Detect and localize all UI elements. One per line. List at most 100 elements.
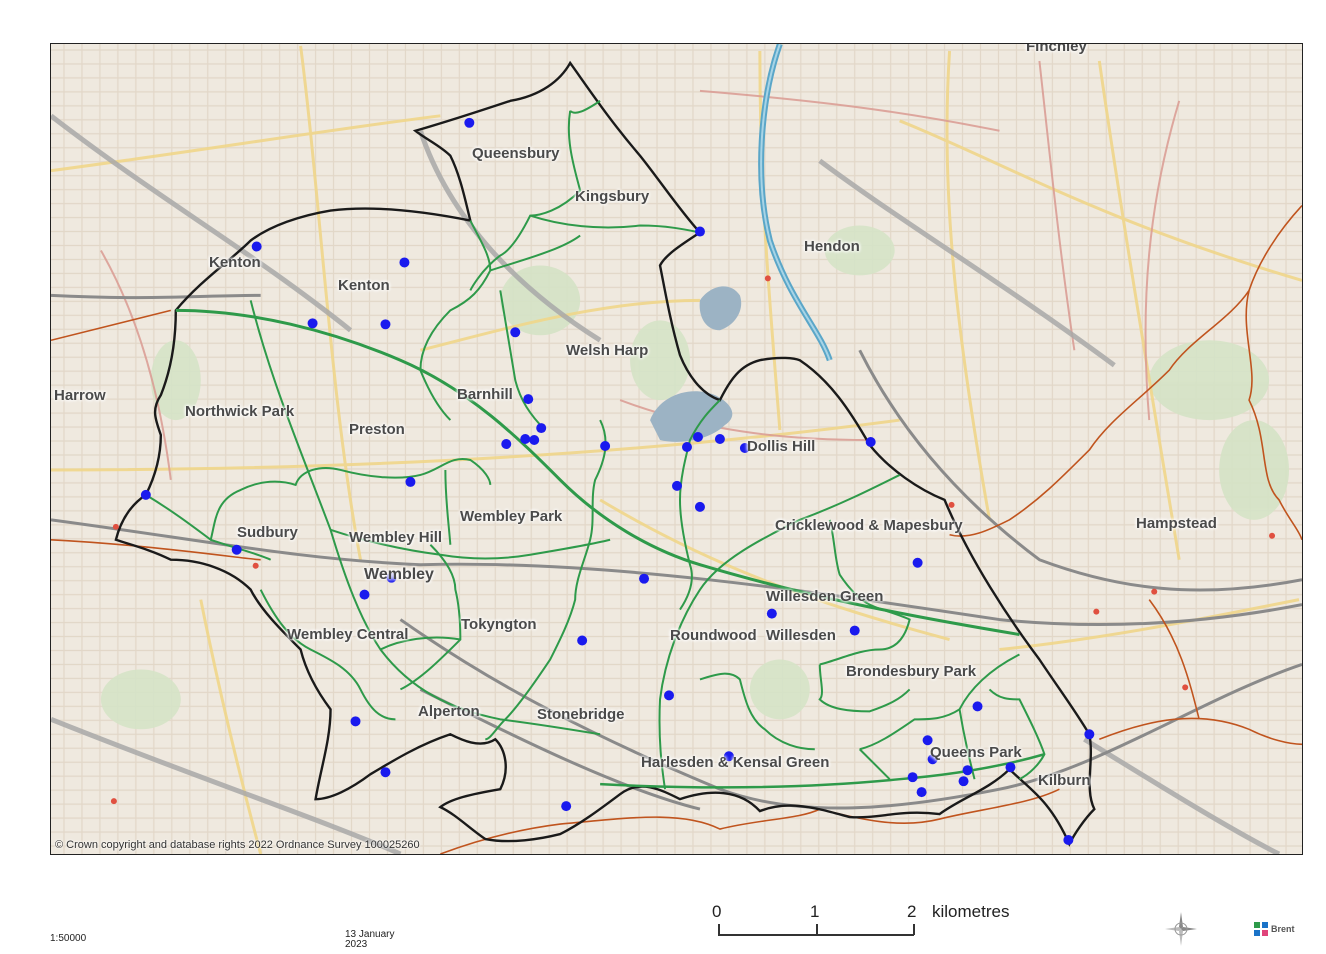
site-marker[interactable] (380, 767, 391, 778)
site-marker[interactable] (501, 439, 512, 449)
copyright-notice: © Crown copyright and database rights 20… (55, 839, 420, 851)
site-marker[interactable] (672, 480, 682, 491)
site-marker[interactable] (561, 801, 572, 812)
site-marker[interactable] (251, 241, 262, 252)
place-label-kingsbury: Kingsbury (575, 188, 650, 205)
north-arrow-icon (1165, 912, 1197, 946)
site-marker[interactable] (664, 690, 675, 701)
station-markers (110, 275, 1276, 805)
place-label-northwick-park: Northwick Park (185, 403, 295, 420)
site-marker[interactable] (639, 573, 650, 584)
a-roads (100, 60, 1181, 481)
site-marker[interactable] (681, 442, 692, 452)
site-marker[interactable] (927, 754, 938, 765)
site-marker[interactable] (865, 437, 876, 448)
scale-label-0: 0 (712, 902, 722, 921)
place-label-welsh-harp: Welsh Harp (566, 342, 649, 359)
map-canvas[interactable]: Finchley Queensbury Kingsbury Hendon Ken… (50, 43, 1303, 855)
site-marker[interactable] (1084, 729, 1095, 740)
outer-borough-boundaries (51, 205, 1302, 854)
place-label-willesden-green: Willesden Green (766, 588, 884, 605)
place-label-finchley: Finchley (1026, 43, 1087, 55)
site-marker[interactable] (510, 327, 521, 338)
scale-ratio: 1:50000 (50, 933, 87, 944)
scale-label-2: 2 (907, 902, 917, 921)
site-marker[interactable] (386, 572, 397, 583)
map-date: 13 January 2023 (345, 930, 425, 950)
site-marker[interactable] (972, 701, 983, 712)
map-date-line2: 2023 (345, 939, 368, 950)
scale-unit-label: kilometres (932, 902, 1010, 921)
site-markers (140, 117, 1095, 846)
site-marker[interactable] (912, 557, 923, 568)
place-label-wembley-central: Wembley Central (287, 626, 409, 643)
site-marker[interactable] (523, 394, 534, 405)
place-label-willesden: Willesden (766, 627, 836, 644)
site-marker[interactable] (600, 441, 611, 451)
place-label-barnhill: Barnhill (457, 386, 513, 403)
site-marker[interactable] (714, 434, 725, 445)
site-marker[interactable] (399, 257, 410, 268)
site-marker[interactable] (922, 735, 933, 746)
site-marker[interactable] (520, 434, 531, 445)
brent-logo-text: Brent (1271, 924, 1295, 934)
map-background (51, 44, 1302, 854)
site-marker[interactable] (359, 589, 370, 600)
scale-tick-0 (718, 924, 720, 935)
site-marker[interactable] (958, 776, 969, 787)
site-marker[interactable] (307, 318, 318, 329)
brent-logo: Brent (1253, 920, 1313, 940)
site-marker[interactable] (380, 319, 391, 330)
site-marker[interactable] (350, 716, 361, 727)
site-marker[interactable] (1005, 762, 1016, 773)
site-marker[interactable] (529, 435, 540, 446)
scale-label-1: 1 (810, 902, 820, 921)
site-marker[interactable] (577, 635, 588, 646)
site-marker[interactable] (962, 765, 973, 776)
site-marker[interactable] (849, 625, 860, 636)
site-marker[interactable] (231, 544, 242, 555)
place-label-queensbury: Queensbury (472, 145, 560, 162)
scale-tick-1 (816, 924, 818, 935)
trunk-roads (51, 113, 1281, 854)
brent-logo-icon (1254, 922, 1268, 936)
place-label-kilburn: Kilburn (1038, 772, 1091, 789)
place-label-preston: Preston (349, 421, 405, 438)
place-label-hendon: Hendon (804, 238, 860, 255)
place-label-harrow: Harrow (54, 387, 106, 404)
site-marker[interactable] (140, 489, 151, 500)
site-marker[interactable] (739, 443, 750, 453)
site-marker[interactable] (916, 787, 927, 798)
site-marker[interactable] (1063, 835, 1074, 846)
place-label-sudbury: Sudbury (237, 524, 298, 541)
place-label-wembley-park: Wembley Park (460, 508, 563, 525)
brent-borough-boundary (114, 60, 1096, 847)
site-marker[interactable] (464, 117, 475, 128)
place-label-harlesden: Harlesden & Kensal Green (641, 754, 830, 771)
place-label-kenton-ward: Kenton (338, 277, 390, 294)
place-label-alperton: Alperton (418, 703, 480, 720)
place-label-cricklewood: Cricklewood & Mapesbury (775, 517, 963, 534)
site-marker[interactable] (907, 772, 918, 783)
site-marker[interactable] (405, 476, 416, 487)
scale-tick-2 (913, 924, 915, 935)
place-label-hampstead: Hampstead (1136, 515, 1217, 532)
ward-boundaries (145, 100, 1046, 790)
place-label-roundwood: Roundwood (670, 627, 757, 644)
place-label-queens-park: Queens Park (930, 744, 1022, 761)
map-date-line1: 13 January (345, 929, 395, 940)
scale-bar: 0 1 2 kilometres (700, 898, 1040, 944)
place-label-kenton-outer: Kenton (209, 254, 261, 271)
place-label-dollis-hill: Dollis Hill (747, 438, 816, 455)
site-marker[interactable] (692, 432, 703, 443)
place-label-stonebridge: Stonebridge (537, 706, 625, 723)
river-inner (760, 44, 831, 361)
site-marker[interactable] (766, 608, 777, 619)
site-marker[interactable] (694, 501, 705, 512)
place-label-wembley: Wembley (364, 566, 434, 583)
site-marker[interactable] (694, 226, 705, 237)
place-label-wembley-hill: Wembley Hill (349, 529, 443, 546)
site-marker[interactable] (723, 751, 734, 762)
site-marker[interactable] (536, 423, 547, 434)
place-label-brondesbury-park: Brondesbury Park (846, 663, 977, 680)
